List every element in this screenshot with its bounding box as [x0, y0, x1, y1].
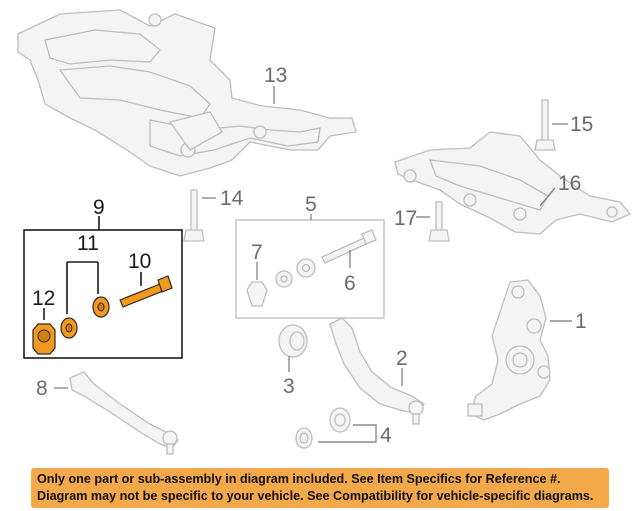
bushing-kit-box-5: [235, 219, 385, 319]
disclaimer-line-2: Diagram may not be specific to your vehi…: [37, 489, 594, 503]
callout-14: 14: [220, 187, 244, 210]
bolt-part-14: [183, 189, 205, 242]
hardware-kit-box-9: [23, 229, 183, 359]
callout-17: 17: [394, 207, 417, 230]
bolt-part-15: [534, 99, 556, 151]
callout-4: 4: [380, 424, 392, 447]
callout-7: 7: [251, 241, 263, 264]
callout-3: 3: [283, 375, 295, 398]
callout-1: 1: [575, 310, 587, 333]
callout-labels: 13 15 14 16 17 5 7 6 1 2 3 4 8 9 11 10 1…: [32, 64, 593, 447]
callout-5: 5: [305, 193, 317, 216]
callout-10: 10: [128, 250, 151, 273]
link-arm-part-8: [69, 371, 179, 455]
callout-9: 9: [93, 196, 105, 219]
callout-12: 12: [32, 287, 55, 310]
steering-knuckle-part-1: [467, 279, 551, 421]
nut-part-12: [32, 323, 56, 355]
leader-lines: [43, 86, 572, 443]
callout-16: 16: [558, 172, 581, 195]
disclaimer-banner: Only one part or sub-assembly in diagram…: [31, 468, 609, 508]
bolt-part-10: [119, 275, 173, 308]
callout-11: 11: [77, 232, 99, 255]
callout-15: 15: [570, 113, 593, 136]
callout-13: 13: [264, 64, 287, 87]
crossmember-part-16: [394, 131, 632, 235]
washer-part-11a: [60, 317, 78, 339]
control-arm-part-2: [329, 317, 425, 425]
callout-2: 2: [396, 347, 408, 370]
callout-6: 6: [344, 272, 356, 295]
subframe-part-13: [17, 9, 357, 177]
washer-part-11b: [92, 296, 110, 318]
disclaimer-line-1: Only one part or sub-assembly in diagram…: [37, 472, 561, 486]
bolt-part-17: [428, 201, 450, 242]
bushing-part-3: [278, 324, 308, 358]
bushing-part-4: [295, 407, 351, 449]
callout-8: 8: [36, 377, 48, 400]
